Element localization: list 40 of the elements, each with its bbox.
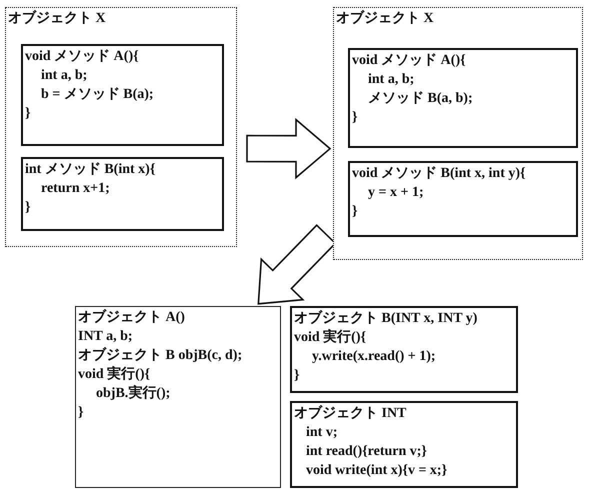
code-line: メソッド B(a, b); [368,90,473,107]
object-box [333,7,583,260]
code-line: int a, b; [368,71,414,88]
code-line: return x+1; [41,180,110,197]
code-line: } [352,203,358,220]
code-line: void write(int x){v = x;} [306,462,448,479]
code-line: } [78,404,84,421]
method-box [348,161,578,237]
code-line: int a, b; [41,67,88,84]
code-line: int read(){return v;} [306,443,427,460]
code-line: void 実行(){ [294,329,366,346]
heading-text: オブジェクト INT [294,405,406,422]
code-line: void 実行(){ [78,366,150,383]
block-arrow [246,118,332,180]
code-line: objB.実行(); [96,385,170,402]
object-box [290,306,518,393]
code-line: y.write(x.read() + 1); [312,348,436,365]
object-box [75,306,281,488]
heading-text: void メソッド B(int x, int y){ [352,165,526,182]
object-box [5,7,237,247]
code-line: } [294,367,300,384]
heading-text: オブジェクト B(INT x, INT y) [294,310,478,327]
code-line: } [25,199,31,216]
heading-text: オブジェクト X [336,10,434,27]
heading-text: void メソッド A(){ [25,48,139,65]
object-box [290,401,518,488]
method-box [21,157,224,231]
code-line: INT a, b; [78,328,133,345]
code-line: int v; [306,424,338,441]
code-line: b = メソッド B(a); [41,86,154,103]
code-line: } [25,105,31,122]
heading-text: void メソッド A(){ [352,52,466,69]
heading-text: オブジェクト A() [78,309,185,326]
code-line: オブジェクト B objB(c, d); [78,347,242,364]
code-line: } [352,109,358,126]
method-box [348,48,578,148]
heading-text: int メソッド B(int x){ [25,161,156,178]
heading-text: オブジェクト X [8,10,106,27]
code-line: y = x + 1; [368,184,424,201]
method-box [21,44,224,146]
